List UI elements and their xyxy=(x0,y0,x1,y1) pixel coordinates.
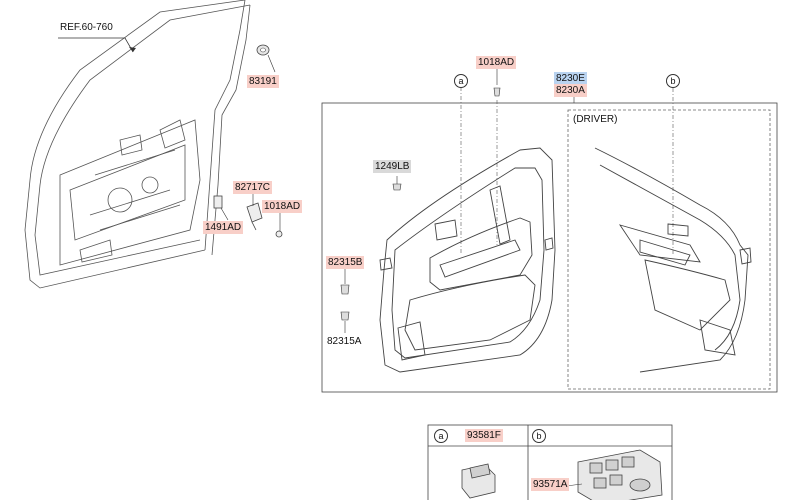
screw-1018ad-shape xyxy=(493,87,501,97)
label-1018ad-top: 1018AD xyxy=(476,56,517,69)
bracket-parts-shape xyxy=(213,195,283,238)
switch-93581f-shape xyxy=(461,463,496,499)
label-82315b: 82315B xyxy=(326,256,365,269)
driver-dashed-box xyxy=(567,109,771,390)
callout-b: b xyxy=(666,74,680,88)
label-8230e: 8230E xyxy=(554,72,587,85)
table-callout-b: b xyxy=(532,429,546,443)
assembly-frame xyxy=(321,102,778,393)
door-trim-panel xyxy=(379,147,556,373)
label-93571a: 93571A xyxy=(531,478,570,491)
switch-93571a-shape xyxy=(577,449,663,500)
table-callout-a: a xyxy=(434,429,448,443)
clips-shape xyxy=(340,284,350,321)
label-93581f: 93581F xyxy=(465,429,503,442)
label-1491ad: 1491AD xyxy=(203,221,244,234)
switch-table xyxy=(427,424,673,500)
screw-1249lb-shape xyxy=(392,176,402,191)
callout-a: a xyxy=(454,74,468,88)
label-ref: REF.60-760 xyxy=(60,22,113,33)
driver-door-trim-panel xyxy=(594,147,752,373)
label-82717c: 82717C xyxy=(233,181,273,194)
label-83191: 83191 xyxy=(247,75,279,88)
label-1249lb: 1249LB xyxy=(373,160,412,173)
label-driver: (DRIVER) xyxy=(573,114,618,125)
label-82315a: 82315A xyxy=(327,336,362,347)
grommet-83191-shape xyxy=(256,44,276,73)
door-frame xyxy=(24,0,251,289)
label-8230a: 8230A xyxy=(554,84,587,97)
label-1018ad-left: 1018AD xyxy=(262,200,303,213)
